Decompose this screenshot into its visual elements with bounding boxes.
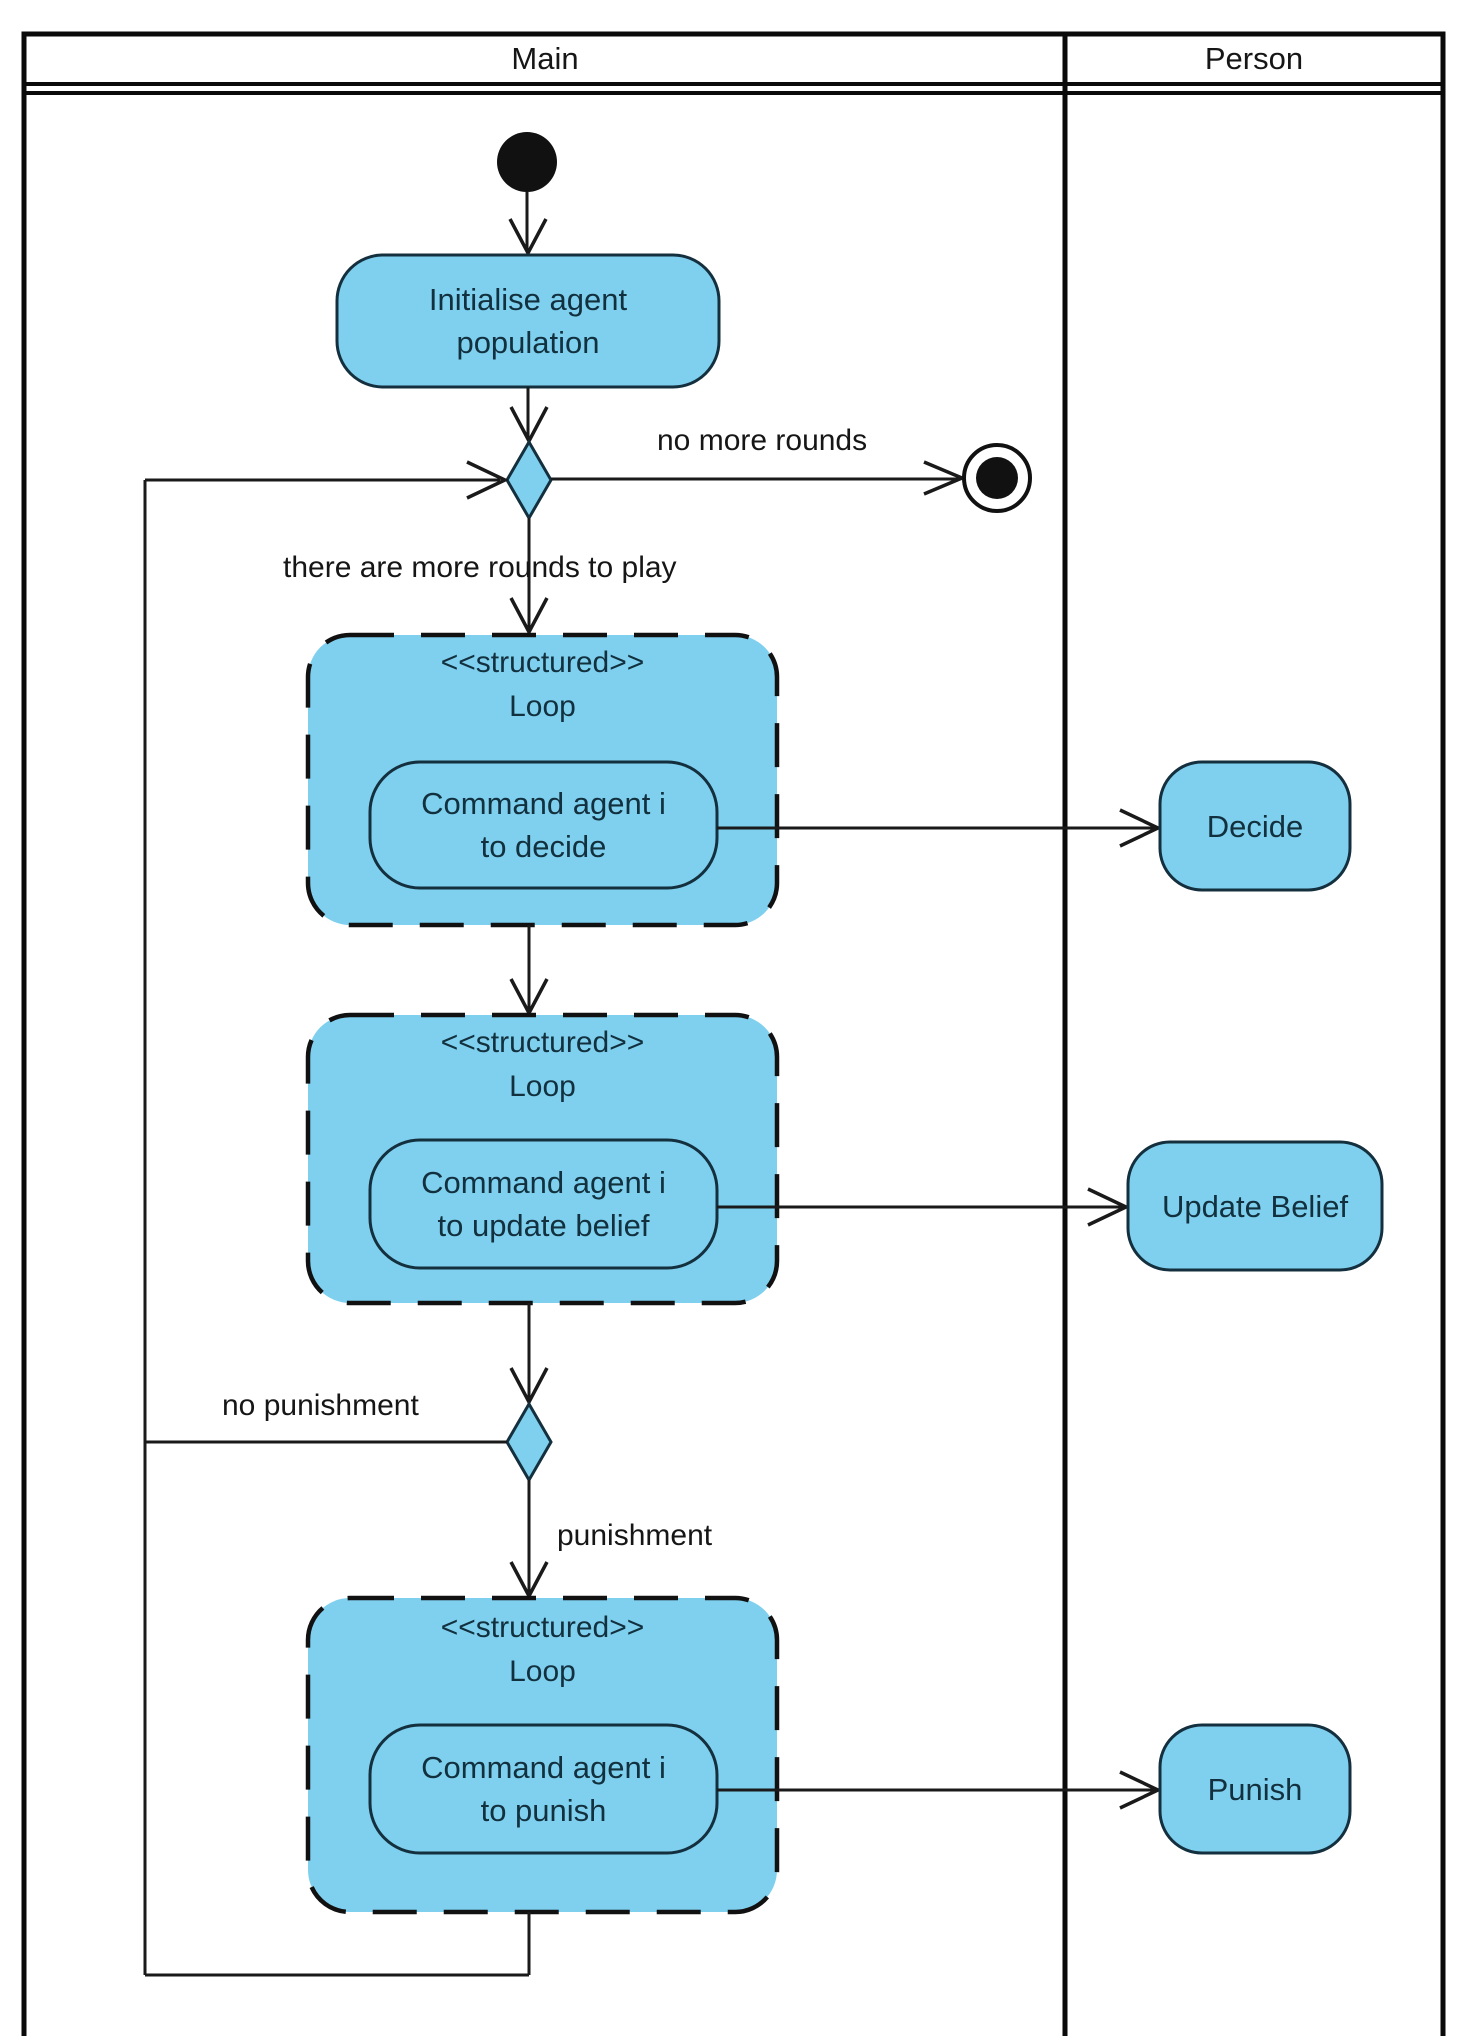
guard-more-rounds: there are more rounds to play [283, 551, 677, 584]
lane-header-person: Person [1067, 36, 1441, 82]
action-command-update-belief [368, 1138, 719, 1270]
initial-node [497, 132, 557, 192]
action-initialise-line2: population [456, 325, 600, 360]
arrowhead-into-punish [1119, 1770, 1163, 1810]
loop1-label: Loop [509, 690, 576, 723]
arrowhead-into-initialise [508, 218, 548, 257]
action-update-belief [1126, 1140, 1384, 1272]
action-punish-label: Punish [1160, 1725, 1350, 1853]
swimlane-frame [21, 31, 1446, 2036]
arrowhead-into-loop1 [509, 597, 549, 636]
guard-no-more-rounds: no more rounds [657, 424, 868, 457]
action-command-update-line2: to update belief [437, 1208, 650, 1243]
action-command-decide-line2: to decide [480, 829, 607, 864]
loop1-stereotype: <<structured>> [440, 646, 645, 679]
loop2-label: Loop [509, 1070, 576, 1103]
action-command-decide-line1: Command agent i [421, 786, 666, 821]
arrowhead-into-decide [1119, 808, 1163, 848]
action-command-decide [368, 760, 719, 890]
lane-header-person-label: Person [1204, 41, 1304, 76]
loop3-label: Loop [509, 1655, 576, 1688]
arrowhead-return-into-decision1 [466, 460, 510, 500]
action-command-update-line1: Command agent i [421, 1165, 666, 1200]
action-decide [1158, 760, 1352, 892]
action-update-belief-label: Update Belief [1128, 1142, 1382, 1270]
action-command-punish-label: Command agent i to punish [370, 1727, 717, 1851]
action-update-belief-text: Update Belief [1161, 1188, 1349, 1224]
guard-punishment: punishment [557, 1519, 713, 1552]
action-initialise-line1: Initialise agent [428, 282, 628, 317]
loop3-stereotype: <<structured>> [440, 1611, 645, 1644]
loop2-stereotype: <<structured>> [440, 1026, 645, 1059]
lane-header-main-label: Main [511, 41, 579, 76]
action-initialise-label: Initialise agent population [337, 257, 719, 385]
decision-node-rounds [505, 439, 553, 521]
action-decide-text: Decide [1206, 808, 1304, 844]
loop3-title: <<structured>> Loop [308, 1606, 777, 1694]
action-command-punish-line1: Command agent i [421, 1750, 666, 1785]
loop2-title: <<structured>> Loop [308, 1021, 777, 1109]
decision-node-punishment [505, 1401, 553, 1483]
action-command-punish-line2: to punish [480, 1793, 607, 1828]
action-decide-label: Decide [1160, 762, 1350, 890]
action-command-update-label: Command agent i to update belief [370, 1142, 717, 1266]
action-punish-text: Punish [1207, 1771, 1303, 1807]
action-punish [1158, 1723, 1352, 1855]
final-node-core [976, 457, 1018, 499]
action-command-decide-label: Command agent i to decide [370, 764, 717, 886]
loop1-title: <<structured>> Loop [308, 641, 777, 729]
guard-no-punishment: no punishment [222, 1389, 419, 1422]
arrowhead-into-update-belief [1087, 1187, 1131, 1227]
lane-header-main: Main [27, 36, 1063, 82]
